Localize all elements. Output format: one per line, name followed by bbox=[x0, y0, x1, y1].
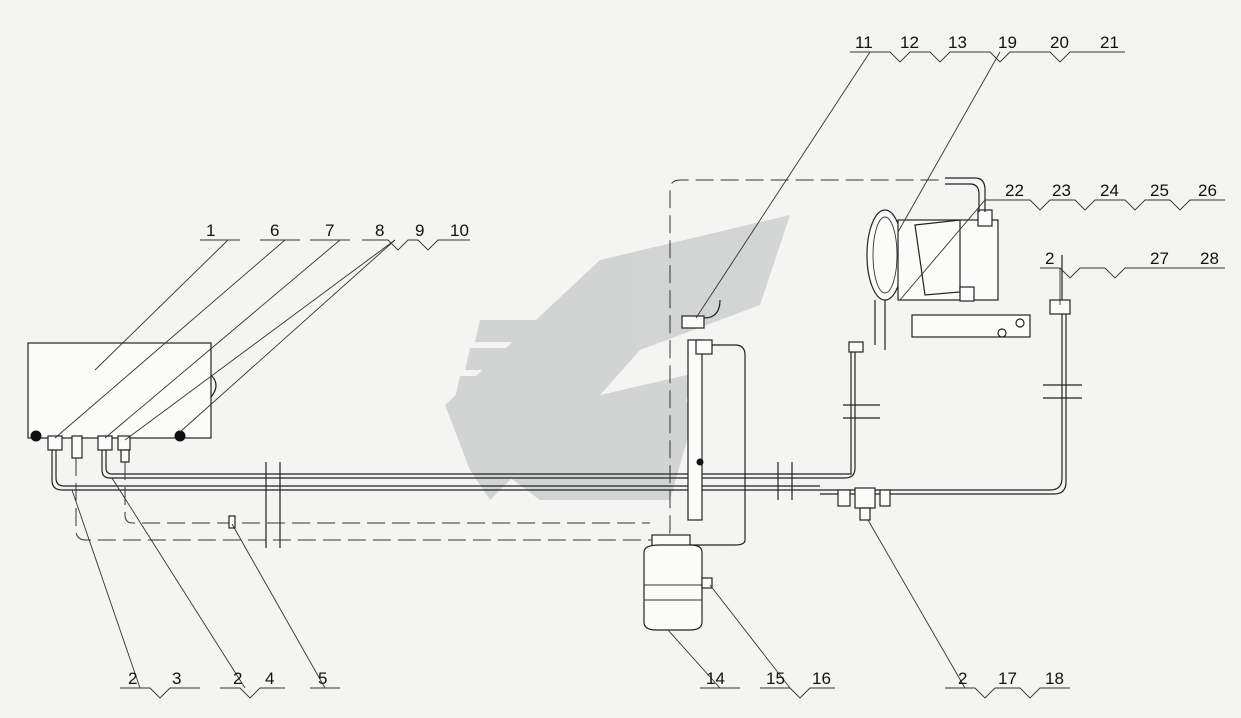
part-label: 28 bbox=[1200, 249, 1219, 268]
clip-bracket bbox=[681, 299, 746, 546]
box-fittings bbox=[47, 435, 131, 463]
part-label: 5 bbox=[318, 669, 327, 688]
pipe-break-marks bbox=[265, 384, 1082, 548]
company-logo-watermark bbox=[445, 215, 790, 500]
leader-lines bbox=[54, 51, 1061, 689]
part-label: 22 bbox=[1005, 181, 1024, 200]
part-label: 11 bbox=[855, 33, 873, 52]
part-label: 18 bbox=[1045, 669, 1064, 688]
evaporator-unit bbox=[27, 342, 212, 439]
part-label: 14 bbox=[706, 669, 725, 688]
part-label: 2 bbox=[958, 669, 967, 688]
part-label: 10 bbox=[450, 221, 469, 240]
part-label: 2 bbox=[233, 669, 242, 688]
main-pipes bbox=[51, 179, 1067, 541]
part-label: 8 bbox=[375, 221, 384, 240]
part-label: 17 bbox=[998, 669, 1017, 688]
part-label: 13 bbox=[948, 33, 967, 52]
part-label: 15 bbox=[766, 669, 785, 688]
part-label: 21 bbox=[1100, 33, 1119, 52]
part-label: 19 bbox=[998, 33, 1017, 52]
service-valve-tee bbox=[837, 487, 891, 521]
part-label: 12 bbox=[900, 33, 919, 52]
label-underlines bbox=[120, 51, 1225, 699]
mount-bolt-left bbox=[30, 430, 42, 442]
part-label: 2 bbox=[1045, 249, 1054, 268]
part-label: 2 bbox=[128, 669, 137, 688]
part-label: 23 bbox=[1052, 181, 1071, 200]
compressor-assembly bbox=[866, 177, 1031, 350]
part-label: 20 bbox=[1050, 33, 1069, 52]
pipe-end-fitting bbox=[848, 341, 864, 353]
part-label: 6 bbox=[270, 221, 279, 240]
part-label: 3 bbox=[172, 669, 181, 688]
part-label: 4 bbox=[265, 669, 274, 688]
pipe-clamp bbox=[228, 515, 236, 529]
part-label: 7 bbox=[325, 221, 334, 240]
part-label: 27 bbox=[1150, 249, 1169, 268]
mount-bolt-right bbox=[174, 430, 186, 442]
part-label: 26 bbox=[1198, 181, 1217, 200]
part-label: 1 bbox=[206, 221, 215, 240]
part-label: 25 bbox=[1150, 181, 1169, 200]
part-label: 24 bbox=[1100, 181, 1119, 200]
part-label: 16 bbox=[812, 669, 831, 688]
receiver-drier bbox=[643, 534, 713, 631]
part-label: 9 bbox=[415, 221, 424, 240]
evaporator-side-fitting bbox=[210, 374, 217, 398]
